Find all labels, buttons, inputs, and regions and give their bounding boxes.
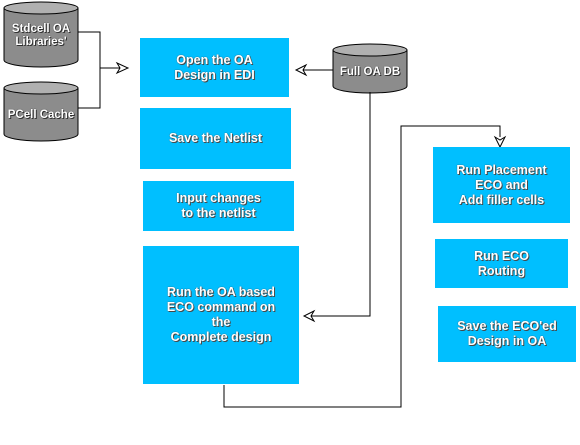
step-save-eco-design: Save the ECO'ed Design in OA	[438, 306, 576, 362]
step-run-placement: Run Placement ECO and Add filler cells	[433, 147, 570, 223]
stdcell-db-label: Stdcell OA Libraries'	[11, 23, 71, 48]
full-oa-db-label: Full OA DB	[339, 65, 401, 78]
step-open-design: Open the OA Design in EDI	[140, 38, 289, 97]
step-run-eco-routing: Run ECO Routing	[435, 239, 568, 288]
step-run-eco-command: Run the OA based ECO command on the Comp…	[143, 246, 299, 384]
arrow-fulloa-to-open	[294, 63, 308, 77]
pcell-cache-cylinder	[3, 81, 79, 142]
pcell-cache-label: PCell Cache	[7, 108, 75, 121]
stdcell-db-cylinder	[3, 1, 79, 68]
libraries-connector	[78, 31, 101, 109]
fulloa-to-eco-connector	[304, 92, 371, 317]
step-input-changes: Input changes to the netlist	[143, 181, 294, 231]
eco-to-placement-connector	[223, 125, 501, 408]
arrow-to-open-design	[115, 61, 130, 75]
arrow-eco-to-placement	[493, 135, 507, 149]
step-save-netlist: Save the Netlist	[140, 108, 291, 169]
arrow-fulloa-to-eco	[302, 309, 316, 323]
